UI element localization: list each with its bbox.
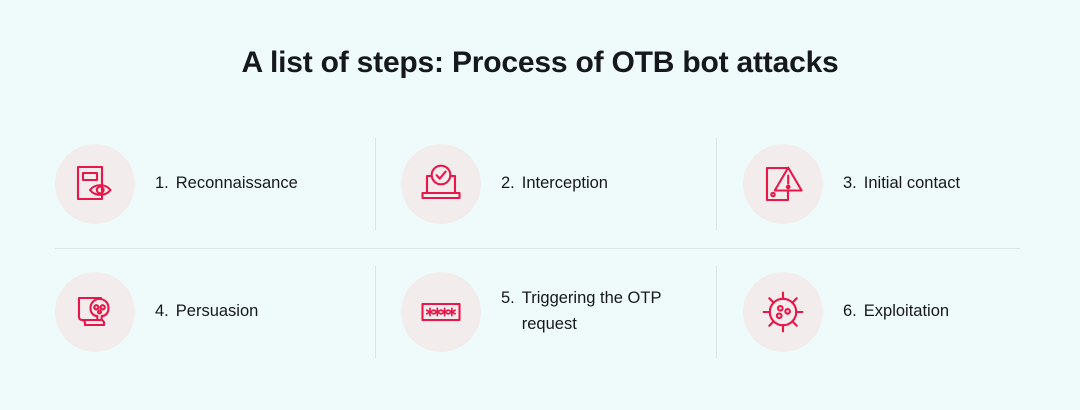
step-text-3: 3. Initial contact xyxy=(843,171,960,197)
vertical-divider-row2-right xyxy=(716,266,717,358)
step-number-1: 1. xyxy=(155,174,169,193)
step-label-1: Reconnaissance xyxy=(175,174,298,193)
page-title: A list of steps: Process of OTB bot atta… xyxy=(241,46,839,79)
step-item-3[interactable]: 3. Initial contact xyxy=(716,120,1020,248)
step-text-4: 4. Persuasion xyxy=(155,299,258,325)
step-text-2: 2. Interception xyxy=(501,171,608,197)
step-item-2[interactable]: 2. Interception xyxy=(375,120,716,248)
password-asterisks-icon xyxy=(401,272,481,352)
step-label-4: Persuasion xyxy=(175,302,259,321)
step-number-3: 3. xyxy=(843,174,857,193)
step-number-6: 6. xyxy=(843,302,857,321)
vertical-divider-row2-left xyxy=(375,266,376,358)
step-label-2: Interception xyxy=(521,174,608,193)
vertical-divider-row1-right xyxy=(716,138,717,230)
horizontal-divider xyxy=(55,248,1020,249)
step-number-2: 2. xyxy=(501,174,515,193)
steps-row-1: 1. Reconnaissance 2. Interceptio xyxy=(55,120,1020,248)
step-label-6: Exploitation xyxy=(863,302,950,321)
step-text-5: 5. Triggering the OTP request xyxy=(501,286,716,337)
phone-warning-icon xyxy=(743,144,823,224)
step-number-4: 4. xyxy=(155,302,169,321)
vertical-divider-row1-left xyxy=(375,138,376,230)
step-label-3: Initial contact xyxy=(863,174,961,193)
laptop-check-icon xyxy=(401,144,481,224)
step-item-4[interactable]: 4. Persuasion xyxy=(55,248,375,376)
virus-icon xyxy=(743,272,823,352)
steps-grid: 1. Reconnaissance 2. Interceptio xyxy=(55,120,1020,376)
step-text-6: 6. Exploitation xyxy=(843,299,949,325)
step-text-1: 1. Reconnaissance xyxy=(155,171,298,197)
step-item-5[interactable]: 5. Triggering the OTP request xyxy=(375,248,716,376)
monitor-skull-icon xyxy=(55,272,135,352)
document-eye-icon xyxy=(55,144,135,224)
step-label-5: Triggering the OTP request xyxy=(521,289,662,333)
step-item-6[interactable]: 6. Exploitation xyxy=(716,248,1020,376)
step-item-1[interactable]: 1. Reconnaissance xyxy=(55,120,375,248)
steps-row-2: 4. Persuasion xyxy=(55,248,1020,376)
step-number-5: 5. xyxy=(501,289,515,308)
